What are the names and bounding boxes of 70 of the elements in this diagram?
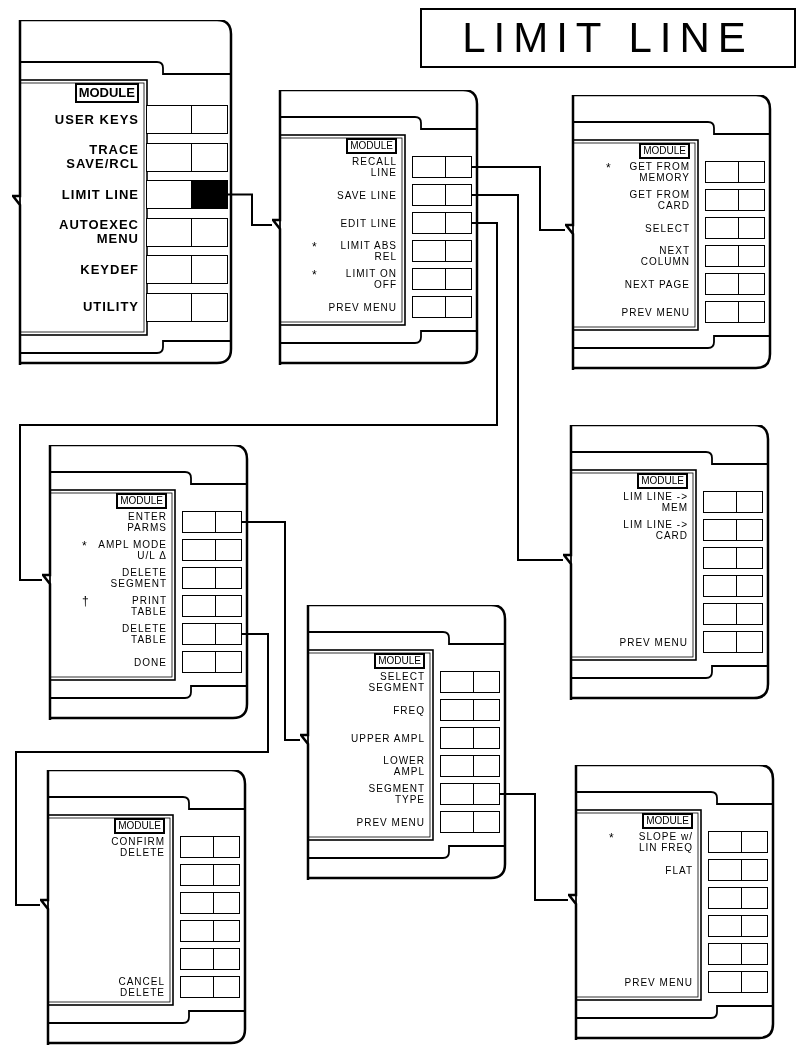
- softkey-label: GET FROM MEMORY: [628, 161, 690, 183]
- softkey-label: KEYDEF: [80, 262, 139, 277]
- connector-line: [241, 521, 301, 741]
- connector-line: [19, 222, 498, 581]
- softkey-label: PRINT TABLE: [130, 595, 167, 617]
- softkey: [703, 603, 763, 625]
- module-label: MODULE: [374, 653, 425, 669]
- connector-line: [471, 166, 566, 231]
- softkey-label: NEXT COLUMN: [639, 245, 690, 267]
- softkey-label: AUTOEXEC MENU: [58, 218, 139, 246]
- softkey-label: PREV MENU: [624, 976, 693, 988]
- softkey-label: LIM LINE -> CARD: [622, 519, 688, 541]
- softkey-label: FREQ: [393, 704, 425, 716]
- footnote-mark: *: [82, 539, 87, 553]
- module-label: MODULE: [639, 143, 690, 159]
- softkey-label: TRACE SAVE/RCL: [65, 143, 139, 171]
- softkey-label: PREV MENU: [328, 301, 397, 313]
- connector-line: [15, 633, 269, 906]
- softkey-label: NEXT PAGE: [624, 278, 690, 290]
- footnote-mark: *: [606, 161, 611, 175]
- module-label: MODULE: [74, 83, 139, 103]
- softkey-label: PREV MENU: [621, 306, 690, 318]
- module-label: MODULE: [642, 813, 693, 829]
- title: LIMIT LINE: [420, 8, 796, 68]
- softkey-label: UPPER AMPL: [351, 732, 425, 744]
- softkey: [180, 892, 240, 914]
- module-label: MODULE: [346, 138, 397, 154]
- softkey-label: DELETE TABLE: [121, 623, 167, 645]
- footnote-mark: *: [312, 240, 317, 254]
- softkey-label: LIMIT LINE: [61, 187, 139, 202]
- softkey: [180, 948, 240, 970]
- softkey-label: EDIT LINE: [340, 217, 397, 229]
- softkey: [703, 547, 763, 569]
- softkey-label: LIMIT ON OFF: [344, 268, 397, 290]
- module-label: MODULE: [114, 818, 165, 834]
- softkey-label: GET FROM CARD: [628, 189, 690, 211]
- softkey-label: ENTER PARMS: [126, 511, 167, 533]
- softkey-label: LIM LINE -> MEM: [622, 491, 688, 513]
- connector-line: [471, 194, 564, 561]
- softkey-label: SLOPE w/ LIN FREQ: [637, 831, 693, 853]
- softkey: [180, 920, 240, 942]
- softkey: [703, 575, 763, 597]
- module-label: MODULE: [116, 493, 167, 509]
- footnote-mark: †: [82, 594, 89, 608]
- softkey-label: SAVE LINE: [337, 189, 397, 201]
- softkey-label: LIMIT ABS REL: [339, 240, 397, 262]
- softkey: [708, 915, 768, 937]
- softkey-label: LOWER AMPL: [382, 755, 425, 777]
- softkey-label: CONFIRM DELETE: [110, 836, 165, 858]
- softkey-label: DONE: [134, 656, 167, 668]
- softkey-label: FLAT: [665, 864, 693, 876]
- softkey-label: PREV MENU: [356, 816, 425, 828]
- footnote-mark: *: [609, 831, 614, 845]
- softkey-label: AMPL MODE U/L Δ: [97, 539, 167, 561]
- softkey-label: RECALL LINE: [351, 156, 397, 178]
- connector-line: [499, 793, 569, 901]
- softkey-label: CANCEL DELETE: [117, 976, 165, 998]
- softkey-label: USER KEYS: [54, 112, 139, 127]
- softkey: [708, 943, 768, 965]
- softkey-label: PREV MENU: [619, 636, 688, 648]
- softkey-label: SELECT SEGMENT: [367, 671, 425, 693]
- softkey: [708, 887, 768, 909]
- softkey-label: DELETE SEGMENT: [109, 567, 167, 589]
- softkey-label: UTILITY: [82, 300, 139, 314]
- module-label: MODULE: [637, 473, 688, 489]
- softkey: [180, 864, 240, 886]
- softkey-label: SEGMENT TYPE: [367, 783, 425, 805]
- softkey-label: SELECT: [645, 222, 690, 234]
- footnote-mark: *: [312, 268, 317, 282]
- connector-line: [227, 193, 273, 226]
